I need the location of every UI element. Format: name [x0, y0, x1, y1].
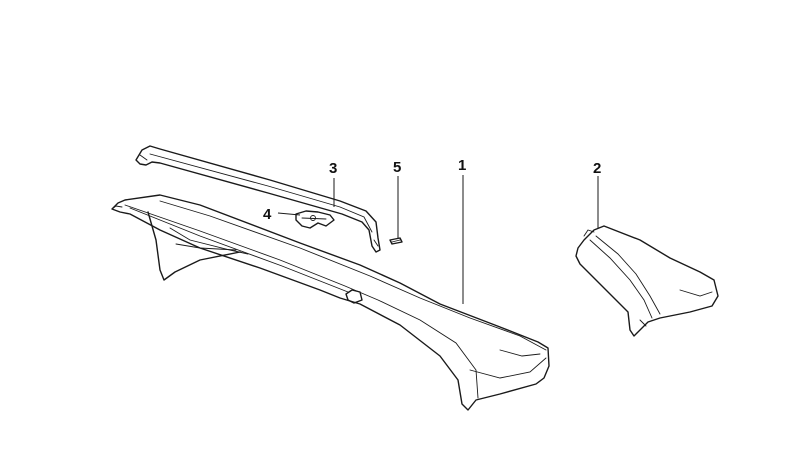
callout-2: 2	[593, 160, 601, 177]
part-4-mounting-clip	[295, 210, 335, 229]
part-2-side-trim-panel	[575, 225, 719, 337]
leader-4	[277, 212, 301, 216]
callout-3: 3	[329, 160, 337, 177]
part-3-support-strip	[135, 145, 381, 253]
callout-1: 1	[458, 157, 466, 174]
callout-5: 5	[393, 159, 401, 176]
callout-4: 4	[263, 206, 272, 223]
part-5-screw	[389, 237, 403, 245]
part-1-main-trim-panel	[111, 194, 550, 411]
